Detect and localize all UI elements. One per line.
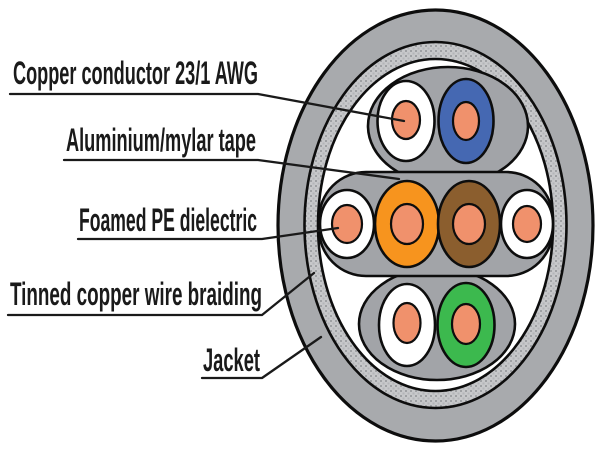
leader-jacket xyxy=(200,335,323,380)
copper-conductor-middle-right xyxy=(511,204,543,244)
leader-tinned-copper-braiding xyxy=(6,271,316,317)
copper-conductor-brown-wire xyxy=(451,202,487,246)
label-copper-conductor: Copper conductor 23/1 AWG xyxy=(13,55,258,91)
copper-conductor-blue-wire xyxy=(451,100,481,142)
label-aluminium-mylar-tape: Aluminium/mylar tape xyxy=(66,122,256,158)
leader-foamed-pe-dielectric xyxy=(76,226,340,241)
leader-aluminium-mylar-tape xyxy=(62,158,401,181)
copper-conductor-bottom-left xyxy=(392,301,422,345)
label-jacket: Jacket xyxy=(203,342,260,378)
label-foamed-pe-dielectric: Foamed PE dielectric xyxy=(79,202,257,238)
copper-conductor-orange-wire xyxy=(389,202,425,246)
leader-copper-conductor xyxy=(8,92,406,123)
copper-conductor-green-wire xyxy=(450,302,482,346)
copper-conductor-middle-left xyxy=(330,203,364,245)
copper-conductor-top-left xyxy=(390,99,422,141)
label-tinned-copper-braiding: Tinned copper wire braiding xyxy=(10,276,262,312)
